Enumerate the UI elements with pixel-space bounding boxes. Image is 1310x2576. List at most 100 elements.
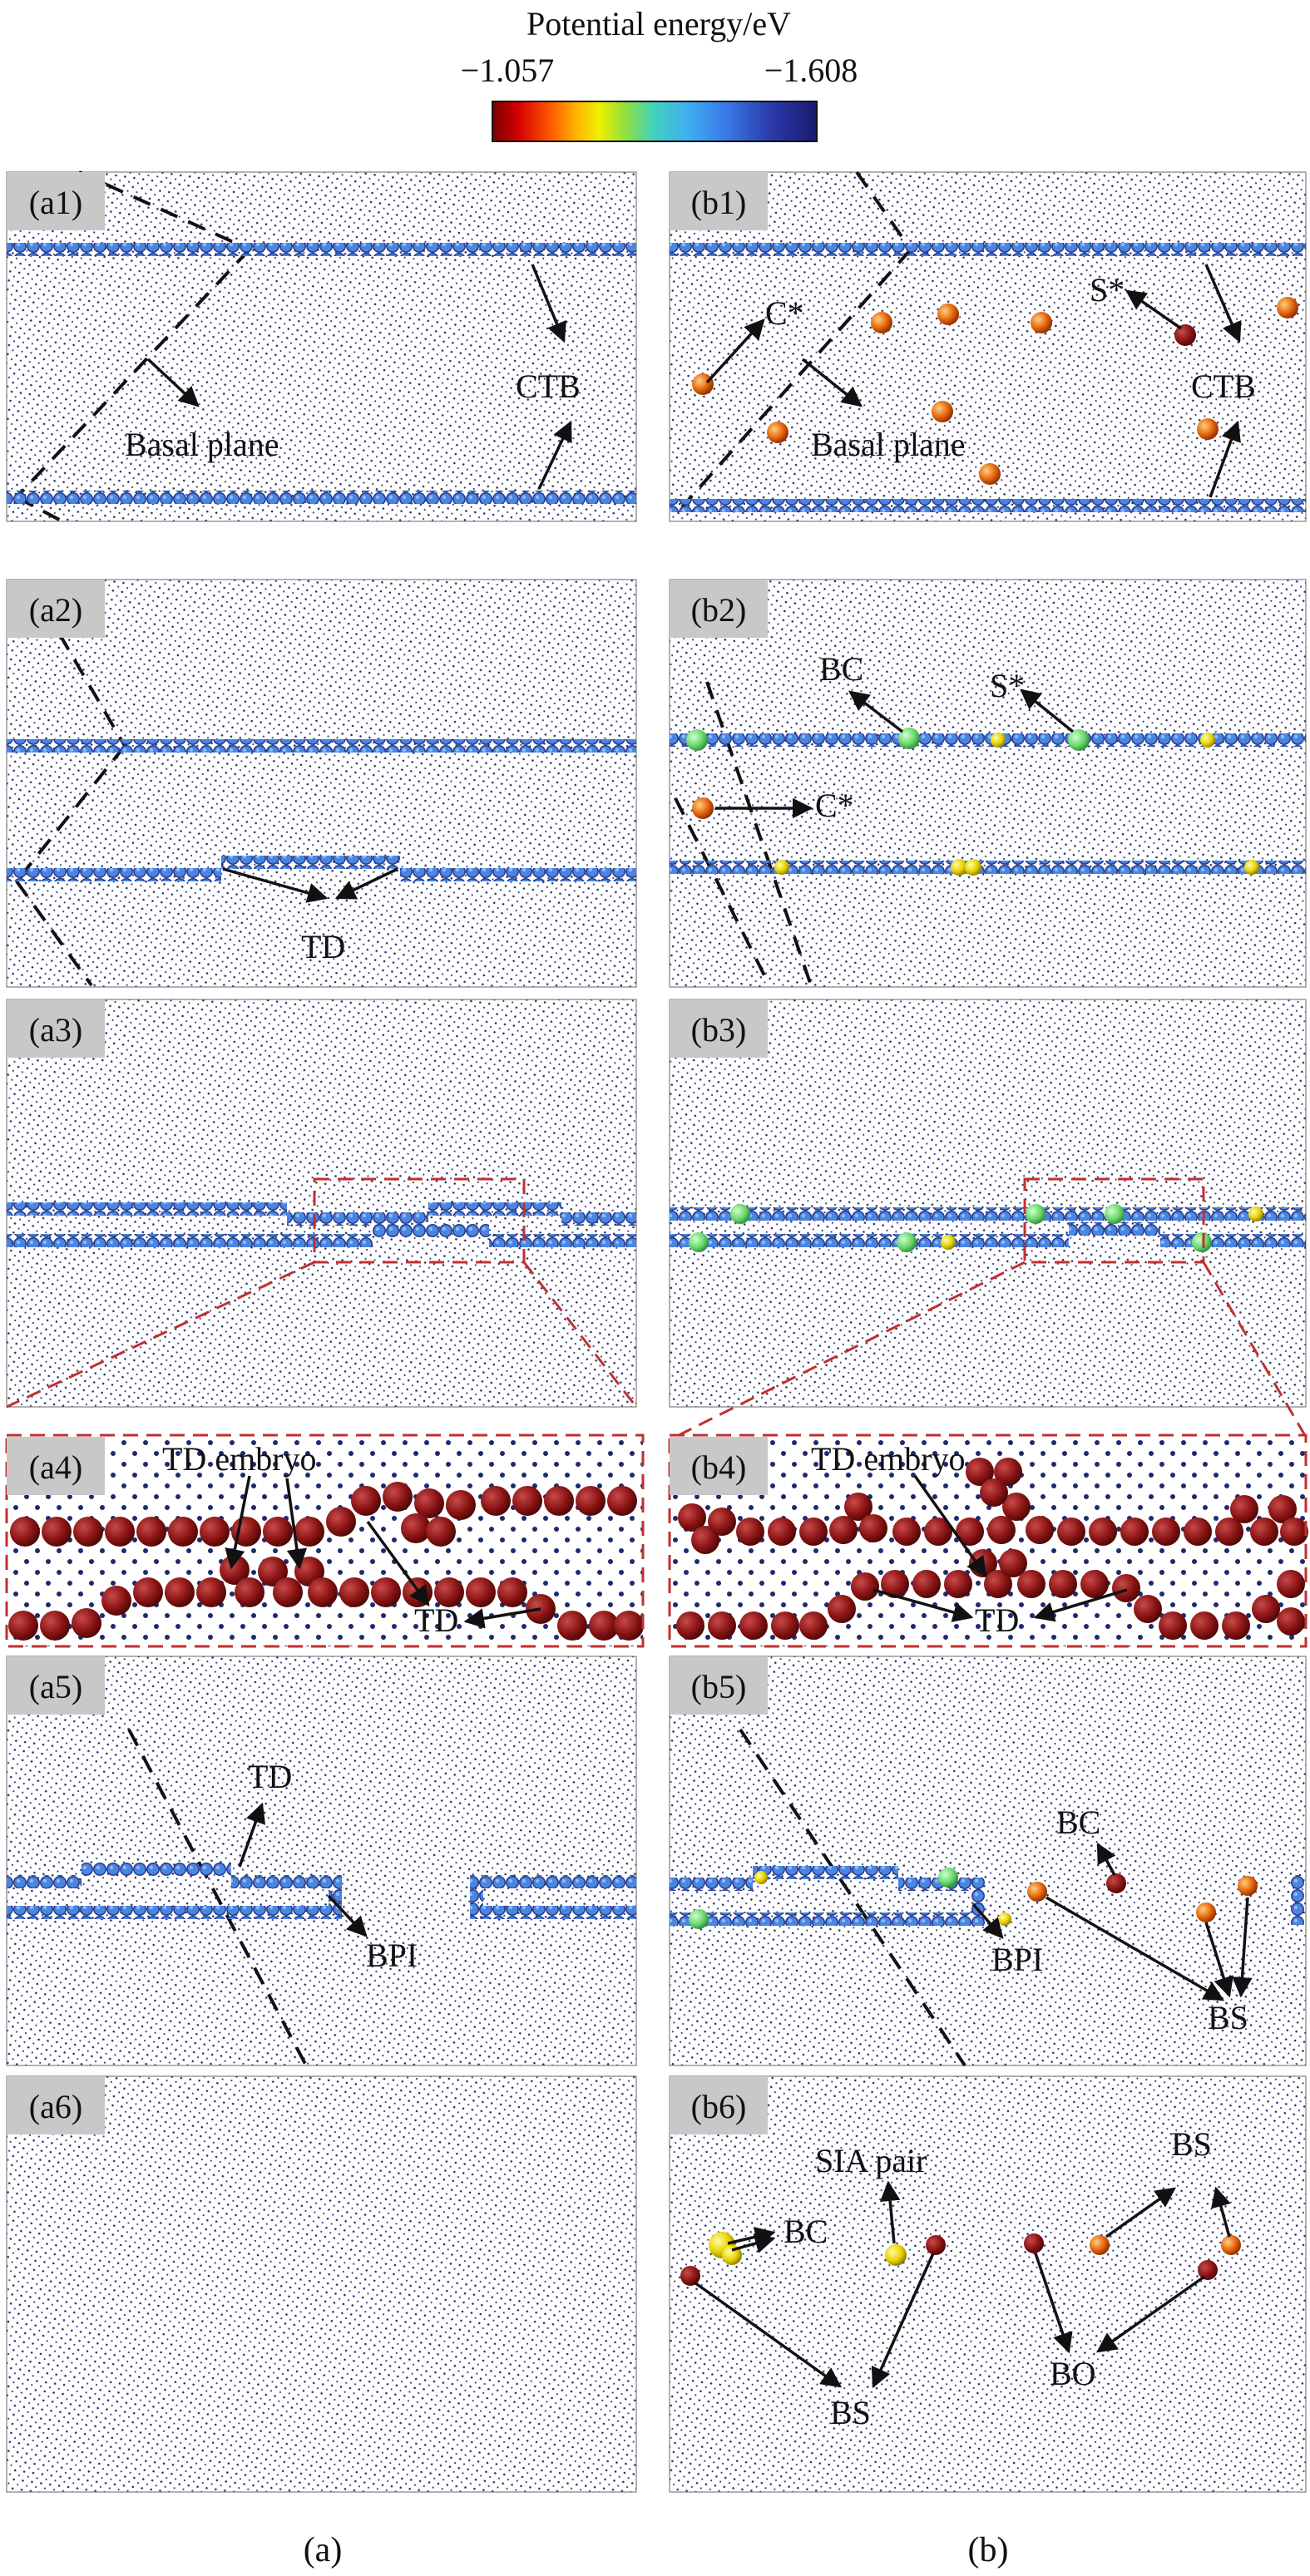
zoom-region-a: [313, 1177, 526, 1264]
twin-boundary-upper-left: [7, 1202, 287, 1216]
panel-b3-background: [669, 999, 1307, 1408]
colorbar-min-label: −1.057: [461, 52, 555, 89]
panel-a5: (a5) TD BPI: [6, 1656, 637, 2066]
panel-b4-tag-box: [670, 1437, 768, 1495]
label-bs-left: BS: [830, 2394, 871, 2431]
panel-b5: (b5) BC BPI BS: [669, 1656, 1307, 2067]
panel-a5-background: [6, 1656, 637, 2066]
zoomed-atoms-upper: [678, 1458, 1308, 1554]
label-bc: BC: [819, 650, 863, 688]
panel-a2: (a2) TD: [6, 579, 637, 988]
label-bpi: BPI: [366, 1937, 418, 1974]
panel-b3: (b3): [669, 999, 1307, 1408]
panel-a3-tag-box: [7, 999, 105, 1058]
label-basal-plane: Basal plane: [811, 426, 966, 463]
colorbar: Potential energy/eV −1.057 −1.608: [461, 5, 858, 142]
twin-boundary-lower-far-right: [476, 1906, 636, 1919]
zoom-connector-right-b: [1202, 1261, 1308, 1438]
panel-a1-tag: (a1): [29, 184, 82, 221]
label-c-star: C*: [815, 787, 854, 824]
twin-boundary-upper-right: [898, 1878, 981, 1891]
label-bo: BO: [1050, 2355, 1096, 2392]
panel-a1: (a1) Basal plane CTB: [6, 170, 637, 523]
zoom-connector-left-b: [675, 1261, 1026, 1439]
panel-a3: (a3): [6, 999, 637, 1408]
label-td: TD: [248, 1758, 292, 1795]
twin-boundary-upper-right: [231, 1875, 339, 1888]
twin-boundary-upper-mid: [753, 1866, 898, 1879]
panel-b6: (b6) SIA pair BC BS BS BO: [669, 2075, 1307, 2493]
panel-a2-tag: (a2): [29, 591, 82, 629]
panel-a4: (a4) TD embryo TD: [5, 1434, 645, 1648]
label-td: TD: [975, 1601, 1019, 1639]
label-td-embryo: TD embryo: [811, 1440, 966, 1478]
panel-b2: (b2) BC S* C*: [669, 579, 1307, 988]
twin-boundary-lower: [670, 499, 1306, 512]
panel-b4-tag: (b4): [691, 1448, 747, 1486]
twin-boundary-upper-far-right: [476, 1875, 636, 1888]
twin-boundary-lower-left: [670, 1234, 1069, 1247]
twin-boundary-lower-right: [489, 1234, 636, 1247]
panel-b5-background: [669, 1656, 1307, 2066]
colorbar-title: Potential energy/eV: [526, 5, 791, 42]
twin-boundary-upper: [670, 1207, 1306, 1221]
label-bpi: BPI: [991, 1941, 1043, 1978]
panel-b6-tag-box: [670, 2076, 768, 2134]
panel-a2-background: [6, 579, 637, 988]
twin-boundary-lower-step: [373, 1224, 489, 1237]
twin-boundary-lower: [670, 1912, 981, 1926]
panel-b2-tag: (b2): [691, 591, 747, 629]
zoomed-atoms-upper: [10, 1482, 637, 1547]
defect-atoms: [686, 728, 1259, 876]
twin-boundary-lower: [670, 861, 1306, 874]
twin-boundary-upper: [670, 243, 1306, 256]
twin-boundary-lower-step: [1069, 1222, 1160, 1236]
label-ctb: CTB: [1191, 368, 1256, 405]
panel-b3-tag: (b3): [691, 1011, 747, 1049]
label-bc: BC: [1056, 1804, 1100, 1841]
panel-a6-background: [6, 2075, 637, 2493]
colorbar-gradient: [492, 101, 818, 142]
panel-a6-tag-box: [7, 2076, 105, 2134]
zoom-region-b: [1023, 1177, 1205, 1264]
zoom-connector-left-a: [6, 1261, 315, 1409]
label-bs: BS: [1208, 1999, 1248, 2036]
twin-boundary-upper: [670, 733, 1306, 747]
twin-boundary-upper-mid: [428, 1202, 561, 1216]
zoomed-atoms-lower: [676, 1549, 1305, 1640]
twin-boundary-upper-mid: [82, 1863, 231, 1876]
defect-atoms: [689, 1204, 1263, 1252]
twin-boundary-start-cap: [470, 1875, 483, 1919]
panel-a4-tag-box: [7, 1437, 105, 1495]
panel-a5-tag: (a5): [29, 1668, 82, 1705]
label-c-star: C*: [765, 294, 804, 332]
label-s-star: S*: [1090, 271, 1125, 308]
twin-boundary-lower-left: [7, 868, 221, 881]
label-td: TD: [301, 928, 345, 965]
twin-boundary-edge-right: [1291, 1875, 1304, 1925]
panel-b1-tag-box: [670, 172, 768, 230]
colorbar-max-label: −1.608: [764, 52, 858, 89]
panel-b4: (b4) TD embryo TD: [668, 1434, 1308, 1648]
panel-a6: (a6): [6, 2075, 637, 2493]
panel-b1-background: [669, 171, 1307, 522]
label-td-embryo: TD embryo: [162, 1440, 317, 1478]
twin-boundary-lower: [7, 1906, 339, 1919]
panel-b3-tag-box: [670, 999, 768, 1058]
column-label-b: (b): [968, 2531, 1009, 2569]
panel-b1-tag: (b1): [691, 184, 747, 221]
panel-a4-tag: (a4): [29, 1448, 82, 1486]
panel-b2-tag-box: [670, 580, 768, 638]
twin-boundary-upper-left: [670, 1878, 753, 1891]
twin-boundary-lower-right: [400, 868, 636, 881]
panel-b1: (b1) C* S* Basal plane CTB: [669, 170, 1307, 522]
panel-a1-tag-box: [7, 172, 105, 230]
label-td: TD: [414, 1601, 458, 1639]
zoom-connector-right-a: [522, 1261, 638, 1408]
panel-b5-tag-box: [670, 1656, 768, 1715]
panel-a3-tag: (a3): [29, 1011, 82, 1049]
twin-boundary-upper-left: [7, 1875, 82, 1888]
twin-boundary-upper: [7, 243, 636, 256]
panel-a1-background: [6, 171, 637, 522]
